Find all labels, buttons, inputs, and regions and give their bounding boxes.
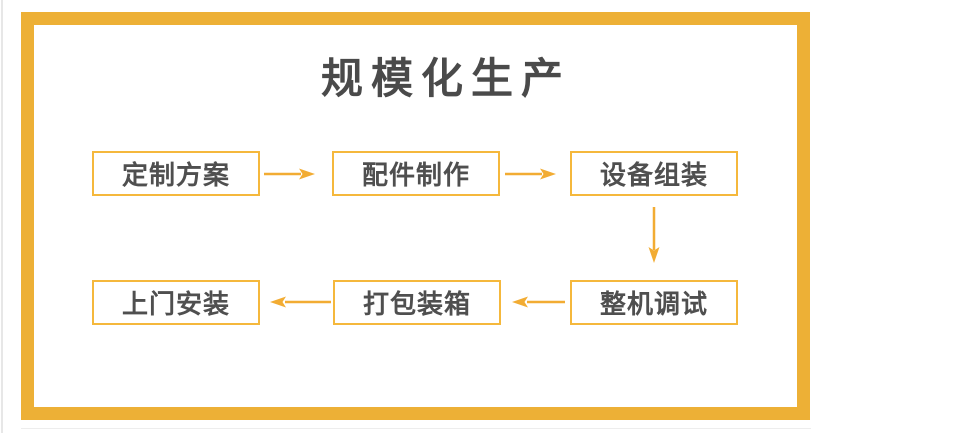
flow-step-machine-debugging: 整机调试 (570, 280, 738, 325)
flow-step-parts-making: 配件制作 (332, 151, 500, 196)
flow-step-packing: 打包装箱 (333, 280, 501, 325)
diagram-title: 规模化生产 (320, 55, 571, 102)
golden-frame-border (21, 12, 810, 420)
page-edge-left-line (1, 0, 3, 433)
page-edge-bottom-line (21, 428, 811, 429)
flow-step-custom-plan: 定制方案 (92, 151, 260, 196)
flow-step-equipment-assembly: 设备组装 (570, 151, 738, 196)
flow-step-onsite-installation: 上门安装 (92, 280, 260, 325)
